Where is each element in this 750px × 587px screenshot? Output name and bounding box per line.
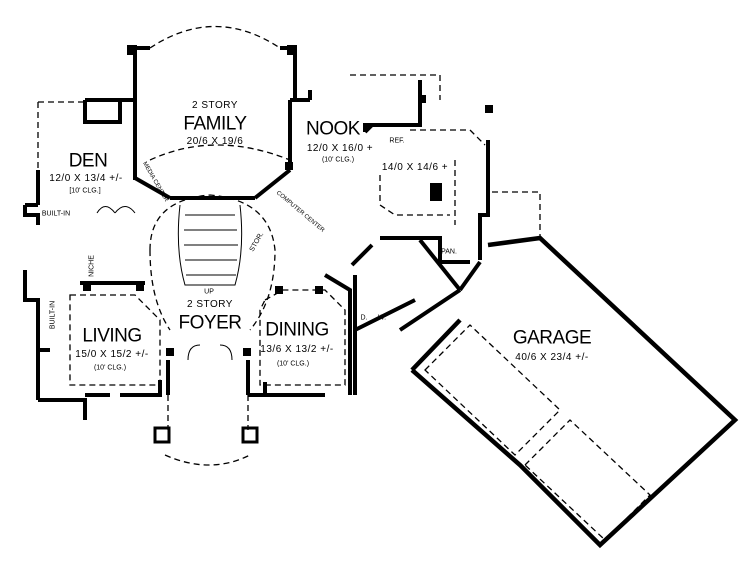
column bbox=[136, 283, 144, 291]
column bbox=[166, 348, 174, 356]
porch-column bbox=[153, 426, 171, 444]
nook-label: NOOK bbox=[306, 118, 360, 140]
den-label: DEN bbox=[68, 150, 108, 172]
dining-size: 13/6 X 13/2 +/- bbox=[260, 344, 334, 355]
column bbox=[127, 45, 137, 55]
front-doors bbox=[187, 344, 233, 361]
dryer-label: D. bbox=[360, 314, 368, 322]
column bbox=[315, 286, 323, 294]
kitchen-diag-wall bbox=[380, 236, 482, 292]
garage-size: 40/6 X 23/4 +/- bbox=[515, 352, 589, 363]
column bbox=[485, 105, 493, 113]
living-size: 15/0 X 15/2 +/- bbox=[75, 349, 149, 360]
foyer-note: 2 STORY bbox=[187, 299, 233, 310]
garage-label: GARAGE bbox=[512, 327, 592, 349]
column bbox=[285, 162, 293, 170]
living-ceiling bbox=[69, 294, 161, 386]
stair-wall bbox=[134, 168, 292, 200]
column bbox=[275, 286, 283, 294]
column bbox=[243, 348, 251, 356]
family-label: FAMILY bbox=[183, 113, 247, 135]
pantry-label: PAN. bbox=[441, 248, 457, 256]
column bbox=[418, 95, 426, 103]
den-wall bbox=[25, 98, 135, 207]
living-wall bbox=[38, 380, 162, 420]
nook-ceiling: (10' CLG.) bbox=[321, 156, 355, 164]
family-size: 20/6 X 19/6 bbox=[186, 136, 244, 147]
washer-label: W. bbox=[377, 314, 387, 322]
family-note: 2 STORY bbox=[192, 100, 238, 111]
family-wall bbox=[133, 46, 297, 100]
column bbox=[83, 283, 91, 291]
garage-door-1 bbox=[424, 324, 561, 456]
built-in-label: BUILT-IN bbox=[49, 300, 57, 330]
kitchen-east-wall bbox=[478, 140, 490, 260]
built-in-label: BUILT-IN bbox=[41, 210, 71, 218]
dining-ceiling: (10' CLG.) bbox=[276, 360, 310, 368]
laundry-wall bbox=[350, 243, 462, 332]
staircase bbox=[177, 204, 243, 286]
entry-porch bbox=[164, 395, 251, 466]
cooktop bbox=[430, 183, 442, 201]
ref-label: REF. bbox=[389, 137, 405, 145]
garage-door-2 bbox=[524, 419, 651, 541]
garage-wall bbox=[410, 235, 739, 549]
dining-label: DINING bbox=[265, 319, 329, 341]
kitchen-size: 14/0 X 14/6 + bbox=[381, 162, 449, 173]
family-east-wall bbox=[288, 98, 310, 170]
stair-up-label: UP bbox=[204, 288, 214, 296]
dining-ceiling bbox=[259, 289, 346, 386]
dining-wall bbox=[248, 273, 357, 397]
family-bay-outline bbox=[149, 25, 291, 161]
niche-label: NICHE bbox=[88, 255, 96, 277]
living-label: LIVING bbox=[82, 325, 142, 347]
foyer-label: FOYER bbox=[178, 312, 242, 334]
kitchen-counter bbox=[379, 129, 486, 225]
west-wall bbox=[23, 205, 40, 400]
den-outline bbox=[37, 101, 85, 170]
nook-size: 12/0 X 16/0 + bbox=[306, 143, 374, 154]
column bbox=[287, 45, 297, 55]
foyer-rotunda bbox=[149, 194, 276, 331]
porch-column bbox=[241, 426, 259, 444]
den-size: 12/0 X 13/4 +/- bbox=[49, 173, 123, 184]
rear-deck bbox=[350, 74, 541, 238]
foyer-wall bbox=[166, 360, 250, 395]
den-ceiling: [10' CLG.] bbox=[69, 187, 101, 195]
den-door bbox=[96, 206, 136, 214]
living-ceiling: (10' CLG.) bbox=[93, 364, 127, 372]
